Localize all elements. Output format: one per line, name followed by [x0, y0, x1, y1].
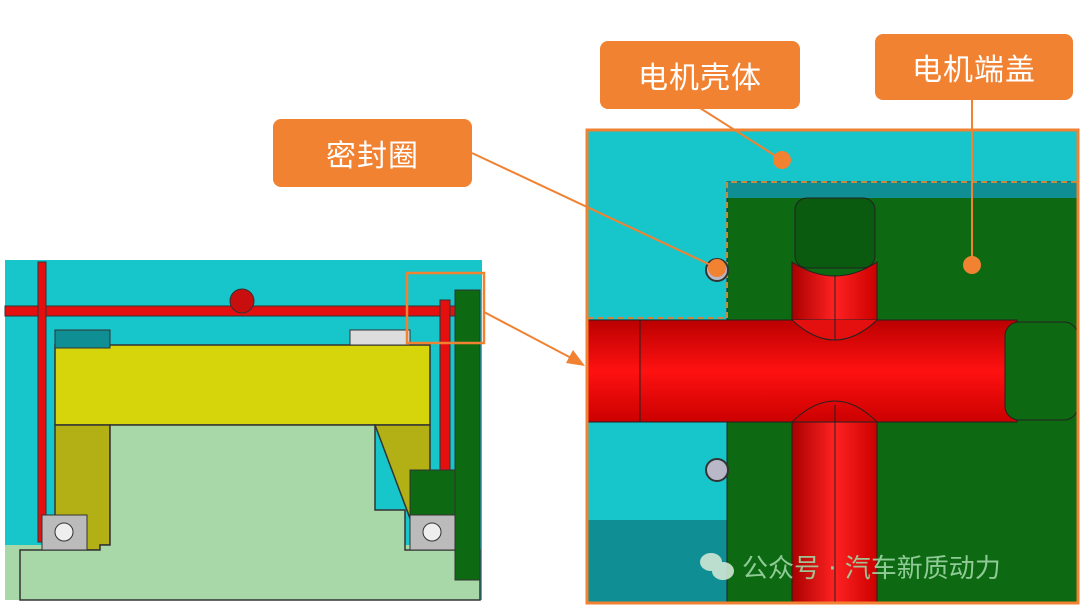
seal-detail-view	[585, 128, 1080, 605]
watermark: 公众号 · 汽车新质动力	[700, 548, 1001, 585]
bearing-left-icon	[41, 514, 88, 551]
label-motor-housing: 电机壳体	[600, 41, 800, 109]
label-motor-end-cover: 电机端盖	[875, 34, 1073, 100]
wechat-icon	[700, 552, 734, 581]
label-seal-ring: 密封圈	[273, 119, 472, 187]
bearing-right-icon	[409, 514, 456, 551]
seal-ring-lower	[705, 458, 729, 482]
motor-cross-section-overview	[4, 260, 585, 601]
watermark-text: 公众号 · 汽车新质动力	[742, 554, 1001, 584]
callout-leaders	[471, 100, 981, 277]
